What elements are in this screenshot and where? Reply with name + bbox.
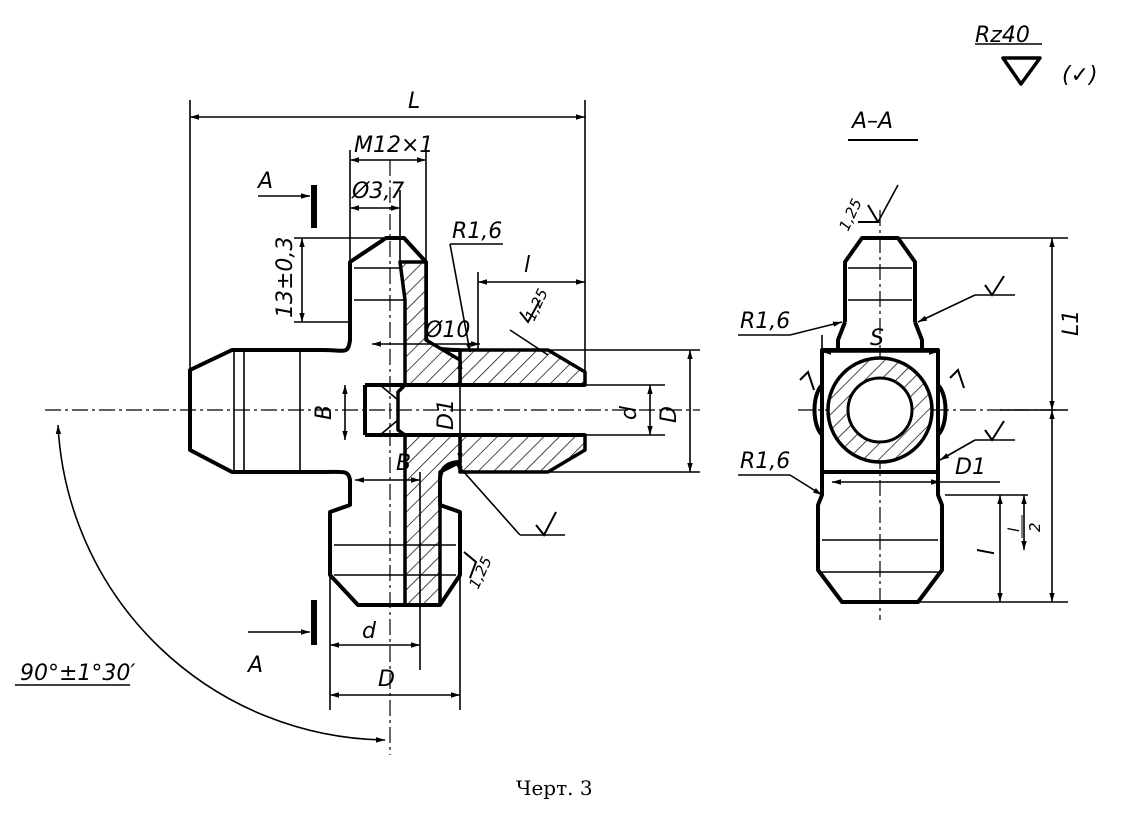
dim-B-vertical: B bbox=[312, 405, 337, 420]
dim-d-bottom: d bbox=[362, 619, 377, 644]
roughness-check-symbol: (✓) bbox=[1062, 63, 1098, 88]
roughness-125-upper: 1,25 bbox=[521, 286, 551, 324]
section-title: A–A bbox=[850, 109, 893, 134]
dim-D-right: D bbox=[657, 406, 682, 423]
figure-caption: Черт. 3 bbox=[516, 776, 593, 800]
section-view: A–A 1,25 R1,6 R1,6 bbox=[738, 109, 1084, 620]
dim-r16-front: R1,6 bbox=[452, 219, 502, 244]
dim-S: S bbox=[870, 326, 884, 351]
dim-l-front: l bbox=[524, 253, 530, 278]
dim-angle: 90°±1°30′ bbox=[20, 661, 135, 686]
section-marker-lower: A bbox=[246, 653, 263, 678]
dim-B-horizontal: B bbox=[396, 451, 411, 476]
dim-thread: M12×1 bbox=[354, 133, 433, 158]
dim-tol13: 13±0,3 bbox=[273, 237, 298, 318]
dim-D1-front: D1 bbox=[434, 399, 459, 430]
dim-l-half-num: l bbox=[1005, 527, 1023, 532]
front-view: L M12×1 Ø3,7 A 13±0,3 R1,6 l 1,25 Ø bbox=[15, 89, 700, 755]
dim-L: L bbox=[408, 89, 420, 114]
dim-D-bottom: D bbox=[378, 667, 395, 692]
dim-l-half-den: 2 bbox=[1026, 522, 1044, 532]
section-marker-upper: A bbox=[256, 169, 273, 194]
roughness-125-lower: 1,25 bbox=[465, 554, 495, 592]
left-boss bbox=[188, 348, 322, 474]
roughness-125-section: 1,25 bbox=[835, 196, 865, 234]
right-nipple-section bbox=[458, 348, 587, 387]
dim-d-right: d bbox=[617, 405, 642, 420]
dim-dia37: Ø3,7 bbox=[351, 179, 404, 204]
angle-arc bbox=[55, 424, 386, 743]
dim-phi10: Ø10 bbox=[424, 318, 470, 343]
dim-D1-section: D1 bbox=[955, 455, 986, 480]
dim-r16-section-lower: R1,6 bbox=[740, 449, 790, 474]
dim-l-section: l bbox=[975, 549, 1000, 555]
dim-L1: L1 bbox=[1059, 310, 1084, 336]
dim-r16-section-upper: R1,6 bbox=[740, 309, 790, 334]
surface-roughness-mark: Rz40 (✓) bbox=[975, 23, 1098, 88]
